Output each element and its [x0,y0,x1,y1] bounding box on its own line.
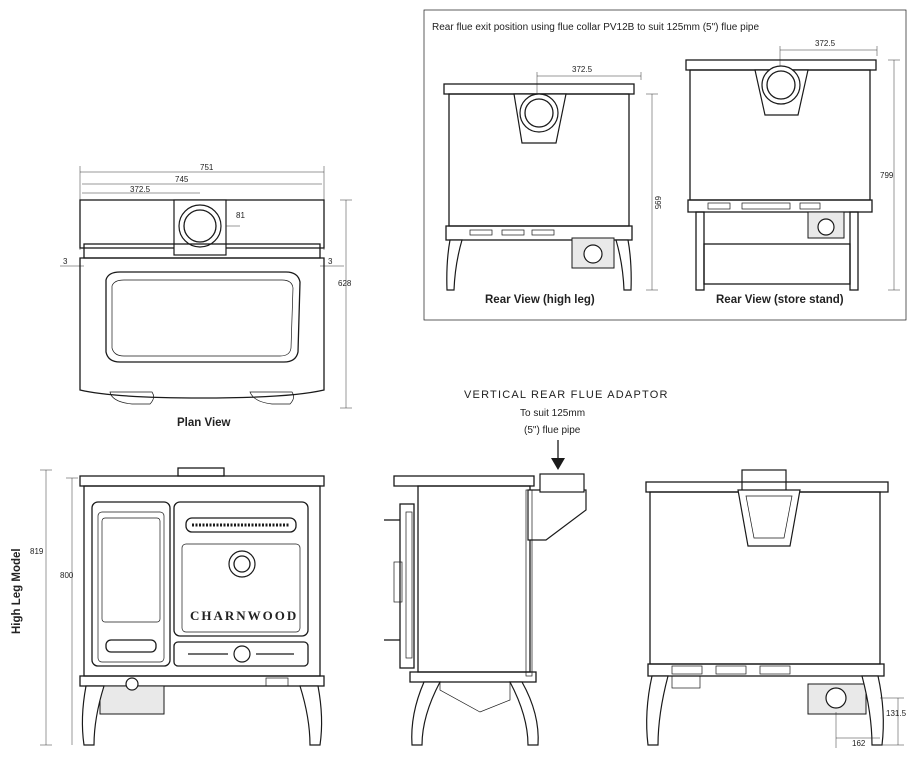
inset-border [423,9,907,321]
front-oven-door [91,501,171,667]
plan-depth-dim: 628 [338,279,352,288]
front-ashpan-knob [233,645,251,663]
side-flue-offset-dim: 162 [852,739,866,748]
front-leg-left [81,685,105,746]
rear-view-store-stand-caption: Rear View (store stand) [716,294,844,306]
rear-high-flue-dim: 372.5 [572,65,593,74]
plan-width-top-dim: 745 [175,175,189,184]
rear-view-store-stand: 372.5 799 Rear View (store stand) [685,39,900,306]
rear-store-stand [703,243,851,285]
front-oven-handle [105,639,157,653]
rear-view-high-leg-caption: Rear View (high leg) [485,294,595,306]
plan-width-overall-dim: 751 [200,163,214,172]
rear-high-leg-right [615,239,632,291]
rear-flue-note: Rear flue exit position using flue colla… [432,22,759,33]
rear-leg-left [646,675,669,746]
adaptor-title: VERTICAL REAR FLUE ADAPTOR [464,389,669,401]
side-flue-spigot [539,473,585,493]
plan-view: 751 745 372.5 81 3 3 628 Plan View [60,163,352,429]
rear-adaptor-view: 131.5 162 [645,469,907,748]
plan-top-plate [79,257,325,399]
adaptor-note: VERTICAL REAR FLUE ADAPTOR To suit 125mm… [464,389,669,470]
rear-leg-right [861,675,884,746]
front-height-top-dim: 800 [60,571,74,580]
adaptor-line1: To suit 125mm [520,408,585,419]
front-height-overall-dim: 819 [30,547,44,556]
front-ashpan-door [173,641,309,667]
front-oven-window [101,517,161,623]
plan-flue-offset-dim: 81 [236,211,245,220]
side-leg-rear [509,681,539,746]
front-view: High Leg Model 819 800 CHARNWOOD [11,467,325,746]
rear-store-flue-dim: 372.5 [815,39,836,48]
plan-hotplate-outline [105,271,301,363]
plan-view-caption: Plan View [177,417,231,429]
adaptor-arrow-head [551,458,565,470]
adaptor-line2: (5") flue pipe [524,425,581,436]
side-top-plate [393,475,535,487]
rear-store-height-dim: 799 [880,171,894,180]
front-top-plate [79,475,325,487]
rear-high-leg-left [446,239,463,291]
side-flue-adaptor [527,489,587,541]
front-body [83,485,321,677]
plan-flue-center-dim: 372.5 [130,185,151,194]
side-door-frame [399,503,415,669]
rear-flue-inset: Rear flue exit position using flue colla… [423,9,907,321]
side-body [417,485,531,673]
side-flue-height-dim: 131.5 [886,709,907,718]
high-leg-model-caption: High Leg Model [11,548,23,634]
front-fire-window [181,543,301,633]
rear-high-top [443,83,635,95]
side-view [384,473,587,746]
rear-view-high-leg: 372.5 695 Rear View (high leg) [443,65,662,306]
front-thermometer [228,550,256,578]
side-leg-front [411,681,441,746]
rear-flue-adaptor [737,489,801,547]
plan-gap-left-dim: 3 [63,257,68,266]
front-airwash-slot [185,517,297,533]
brand-name: CHARNWOOD [190,608,298,623]
front-lower-box [99,685,165,715]
plan-gap-right-dim: 3 [328,257,333,266]
front-fire-door [173,501,309,637]
rear-high-height-dim: 695 [653,196,662,210]
front-leg-right [299,685,323,746]
